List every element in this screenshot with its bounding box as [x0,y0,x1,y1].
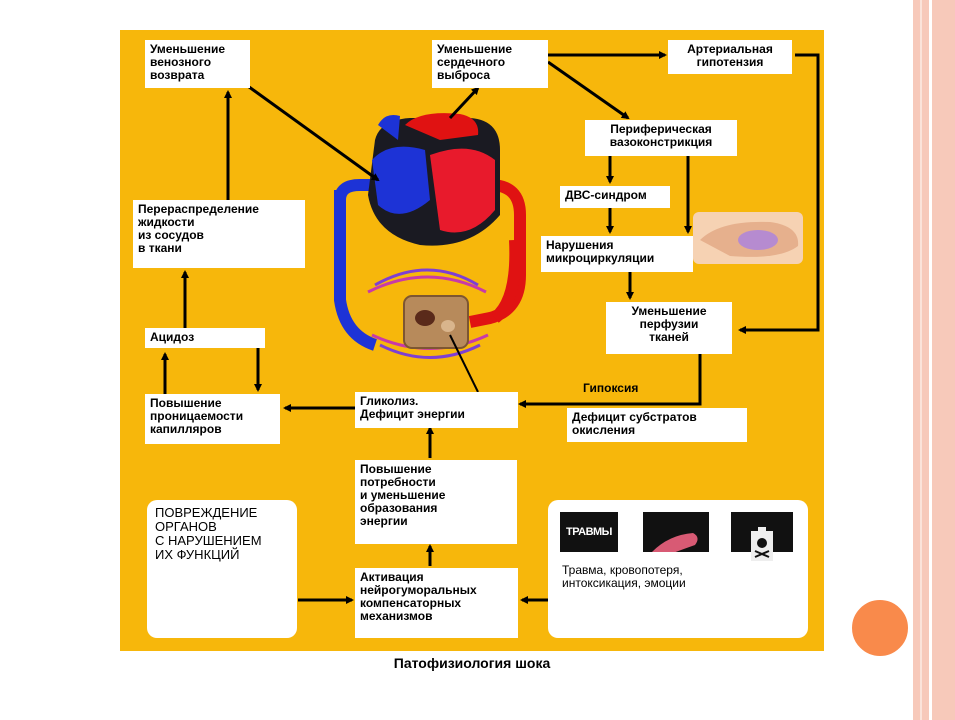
node-causes-box: ТРАВМЫ Травма, кровопотеря, интоксикация… [548,500,808,638]
label-hypoxia: Гипоксия [583,381,639,395]
node-perfusion: Уменьшение перфузии тканей [606,302,732,354]
causes-text: Травма, кровопотеря, интоксикация, эмоци… [562,563,686,590]
node-glycolysis: Гликолиз. Дефицит энергии [355,392,518,428]
poison-bottle-icon [731,512,793,561]
node-fluid-redistribution: Перераспределение жидкости из сосудов в … [133,200,305,268]
node-hypotension: Артериальная гипотензия [668,40,792,74]
node-neurohumoral: Активация нейрогуморальных компенсаторны… [355,568,518,638]
node-organ-damage: ПОВРЕЖДЕНИЕ ОРГАНОВ С НАРУШЕНИЕМ ИХ ФУНК… [147,500,297,638]
node-cardiac-output: Уменьшение сердечного выброса [432,40,548,88]
trauma-text-icon: ТРАВМЫ [560,512,618,552]
node-microcirculation: Нарушения микроциркуляции [541,236,693,272]
diagram-caption: Патофизиология шока [393,655,551,671]
node-capillary-permeability: Повышение проницаемости капилляров [145,394,280,444]
node-dic: ДВС-синдром [560,186,670,208]
slide-accent-circle [849,597,911,659]
node-vasoconstriction: Периферическая вазоконстрикция [585,120,737,156]
slide-side-stripe-line [920,0,922,720]
heart-icon [368,113,500,246]
node-substrate-deficit: Дефицит субстратов окисления [567,408,747,442]
node-energy-demand: Повышение потребности и уменьшение образ… [355,460,517,544]
tissue-image [403,295,469,349]
finger-photo [693,212,803,264]
bleeding-wound-icon [643,512,709,552]
node-venous-return: Уменьшение венозного возврата [145,40,250,88]
slide-side-stripe-line [929,0,932,720]
node-acidosis: Ацидоз [145,328,265,348]
